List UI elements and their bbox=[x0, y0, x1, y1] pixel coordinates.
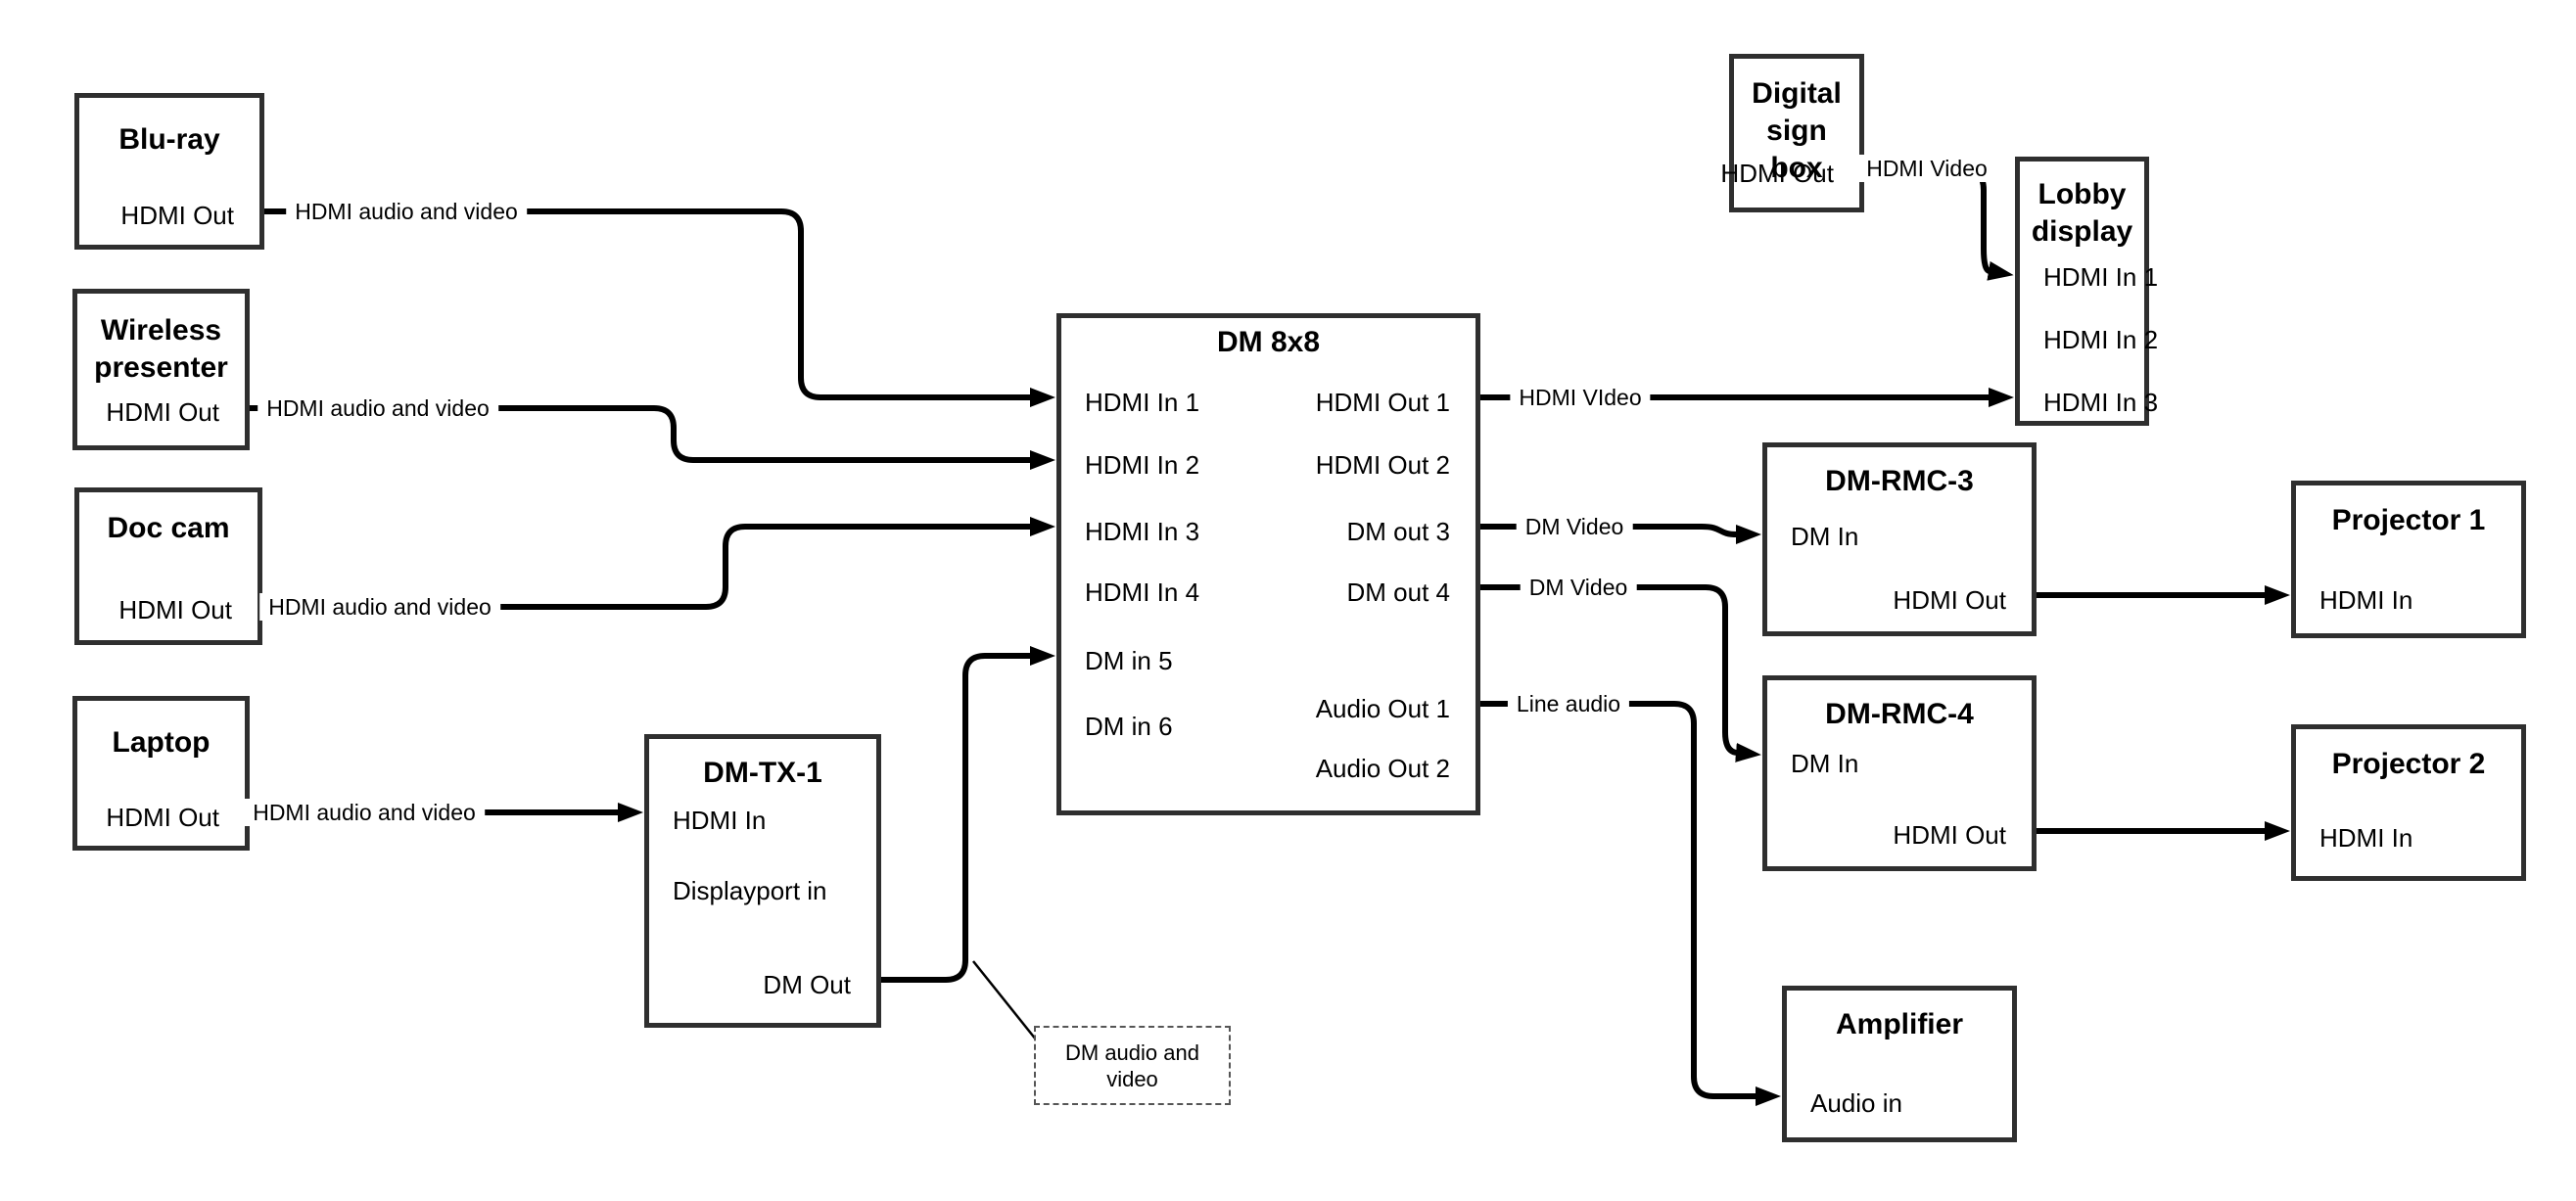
wire-wireless-to-hdmi-in-2 bbox=[250, 405, 1055, 470]
wire-audio-out-1-to-amplifier bbox=[1480, 701, 1781, 1106]
wire-doccam-to-hdmi-in-3 bbox=[262, 517, 1055, 610]
port-dm-rmc-3-hdmi-out: HDMI Out bbox=[1893, 585, 2006, 615]
port-wireless-presenter-hdmi-out: HDMI Out bbox=[106, 397, 219, 427]
node-projector-1: Projector 1 HDMI In bbox=[2291, 481, 2526, 638]
wire-label-hdmi-audio-and-video-3: HDMI audio and video bbox=[244, 799, 485, 826]
wire-label-line-audio-7: Line audio bbox=[1507, 690, 1630, 717]
wire-label-hdmi-audio-and-video-0: HDMI audio and video bbox=[286, 198, 527, 225]
wire-label-hdmi-audio-and-video-1: HDMI audio and video bbox=[258, 394, 498, 422]
node-title-blu-ray: Blu-ray bbox=[118, 123, 220, 156]
node-title-laptop: Laptop bbox=[112, 726, 211, 759]
node-dm-rmc-4: DM-RMC-4 DM In HDMI Out bbox=[1762, 675, 2037, 871]
port-lobby-display-hdmi-in-2: HDMI In 2 bbox=[2043, 325, 2159, 354]
port-dm-8x8-hdmi-in-2: HDMI In 2 bbox=[1085, 450, 1200, 480]
node-title-projector-2: Projector 2 bbox=[2331, 748, 2486, 780]
port-dm-8x8-dm-out-4: DM out 4 bbox=[1346, 577, 1451, 607]
port-blu-ray-hdmi-out: HDMI Out bbox=[120, 201, 234, 230]
port-dm-rmc-3-dm-in: DM In bbox=[1791, 522, 1859, 551]
node-title-amplifier: Amplifier bbox=[1835, 1008, 1964, 1040]
annotation-text-line-2: video bbox=[1106, 1066, 1158, 1091]
node-title-dm-8x8: DM 8x8 bbox=[1216, 326, 1321, 358]
node-title-dm-rmc-4: DM-RMC-4 bbox=[1825, 698, 1974, 730]
port-dm-8x8-dm-in-5: DM in 5 bbox=[1085, 646, 1173, 675]
wire-label-dm-video-5: DM Video bbox=[1516, 513, 1633, 540]
wire-dm-out-4-to-rmc4 bbox=[1480, 584, 1761, 762]
port-dm-8x8-hdmi-out-1: HDMI Out 1 bbox=[1315, 388, 1450, 417]
node-projector-2: Projector 2 HDMI In bbox=[2291, 724, 2526, 881]
port-projector-1-hdmi-in: HDMI In bbox=[2319, 585, 2413, 615]
port-dm-rmc-4-hdmi-out: HDMI Out bbox=[1893, 820, 2006, 850]
port-dm-8x8-audio-out-1: Audio Out 1 bbox=[1315, 694, 1450, 723]
wire-label-dm-video-6: DM Video bbox=[1520, 574, 1637, 601]
port-projector-2-hdmi-in: HDMI In bbox=[2319, 823, 2413, 853]
annotation-text-line-1: DM audio and bbox=[1065, 1039, 1199, 1065]
wire-label-hdmi-audio-and-video-2: HDMI audio and video bbox=[259, 593, 500, 621]
port-dm-8x8-hdmi-out-2: HDMI Out 2 bbox=[1315, 450, 1450, 480]
port-dm-tx-1-displayport-in: Displayport in bbox=[673, 876, 827, 905]
port-dm-8x8-dm-out-3: DM out 3 bbox=[1346, 517, 1451, 546]
port-amplifier-audio-in: Audio in bbox=[1810, 1088, 1902, 1118]
port-dm-8x8-hdmi-in-1: HDMI In 1 bbox=[1085, 388, 1200, 417]
port-dm-8x8-audio-out-2: Audio Out 2 bbox=[1315, 754, 1450, 783]
port-doc-cam-hdmi-out: HDMI Out bbox=[118, 595, 232, 624]
port-lobby-display-hdmi-in-1: HDMI In 1 bbox=[2043, 262, 2159, 292]
node-title-dm-tx-1: DM-TX-1 bbox=[703, 757, 822, 789]
node-dm-rmc-3: DM-RMC-3 DM In HDMI Out bbox=[1762, 442, 2037, 636]
port-lobby-display-hdmi-in-3: HDMI In 3 bbox=[2043, 388, 2159, 417]
wire-bluray-to-hdmi-in-1 bbox=[264, 208, 1055, 407]
port-dm-8x8-dm-in-6: DM in 6 bbox=[1085, 712, 1173, 741]
port-dm-8x8-hdmi-in-4: HDMI In 4 bbox=[1085, 577, 1200, 607]
node-title-doc-cam: Doc cam bbox=[107, 512, 230, 544]
port-laptop-hdmi-out: HDMI Out bbox=[106, 803, 219, 832]
wire-label-hdmi-video-8: HDMI Video bbox=[1857, 155, 1996, 182]
annotation-box: DM audio and video bbox=[1034, 1026, 1231, 1105]
port-dm-8x8-hdmi-in-3: HDMI In 3 bbox=[1085, 517, 1200, 546]
node-title-dm-rmc-3: DM-RMC-3 bbox=[1825, 465, 1974, 497]
port-dm-tx-1-dm-out: DM Out bbox=[763, 970, 851, 999]
wire-label-hdmi-video-4: HDMI VIdeo bbox=[1510, 384, 1651, 411]
wire-dmtx1-to-dm-in-5 bbox=[881, 646, 1055, 983]
port-dm-tx-1-hdmi-in: HDMI In bbox=[673, 806, 767, 835]
annotation-pointer-line bbox=[972, 960, 1037, 1040]
wire-dm-out-3-to-rmc3 bbox=[1480, 524, 1761, 544]
wire-sign-to-lobby-in-1 bbox=[1863, 165, 2014, 281]
port-dm-rmc-4-dm-in: DM In bbox=[1791, 749, 1859, 778]
port-digital-sign-box-hdmi-out: HDMI Out bbox=[1720, 159, 1834, 188]
node-title-projector-1: Projector 1 bbox=[2331, 504, 2486, 536]
